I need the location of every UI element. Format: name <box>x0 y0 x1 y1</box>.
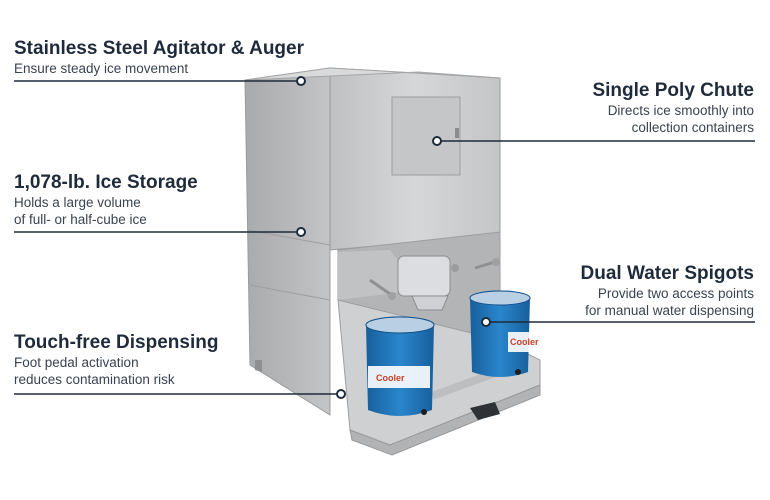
callout-title: Stainless Steel Agitator & Auger <box>14 38 304 59</box>
leader-dots <box>296 76 491 399</box>
poly-chute <box>397 255 459 311</box>
callout-desc: Ensure steady ice movement <box>14 61 189 76</box>
callout-desc-line1: Holds a large volume <box>14 195 141 210</box>
callout-agitator: Stainless Steel Agitator & Auger Ensure … <box>14 38 304 77</box>
callout-spigots: Dual Water Spigots Provide two access po… <box>581 263 754 319</box>
leader-lines <box>14 80 755 395</box>
callout-desc-line2: collection containers <box>631 120 754 135</box>
callout-desc-line1: Provide two access points <box>597 286 754 301</box>
dot-chute <box>432 136 442 146</box>
callout-title: Single Poly Chute <box>592 80 754 101</box>
dot-dispensing <box>336 389 346 399</box>
callout-desc-line2: of full- or half-cube ice <box>14 212 147 227</box>
callout-desc-line1: Foot pedal activation <box>14 355 139 370</box>
dot-spigots <box>481 317 491 327</box>
access-panel <box>391 96 461 176</box>
dot-storage <box>296 227 306 237</box>
water-spigots <box>369 258 500 300</box>
callout-desc-line1: Directs ice smoothly into <box>607 103 754 118</box>
dot-agitator <box>296 76 306 86</box>
callout-title: 1,078-lb. Ice Storage <box>14 172 198 193</box>
cabinet-side <box>244 67 331 416</box>
callout-title: Touch-free Dispensing <box>14 332 219 353</box>
callout-storage: 1,078-lb. Ice Storage Holds a large volu… <box>14 172 198 228</box>
callout-chute: Single Poly Chute Directs ice smoothly i… <box>592 80 754 136</box>
callout-desc-line2: reduces contamination risk <box>14 372 175 387</box>
cooler-left: Cooler <box>365 316 435 416</box>
cooler-brand-left: Cooler <box>376 373 405 383</box>
cooler-brand-right: Cooler <box>510 337 539 347</box>
callout-title: Dual Water Spigots <box>580 263 754 284</box>
callout-desc-line2: for manual water dispensing <box>585 303 754 318</box>
foot-pedal <box>470 402 500 420</box>
callout-dispensing: Touch-free Dispensing Foot pedal activat… <box>14 332 218 388</box>
cabinet-front <box>244 67 501 376</box>
